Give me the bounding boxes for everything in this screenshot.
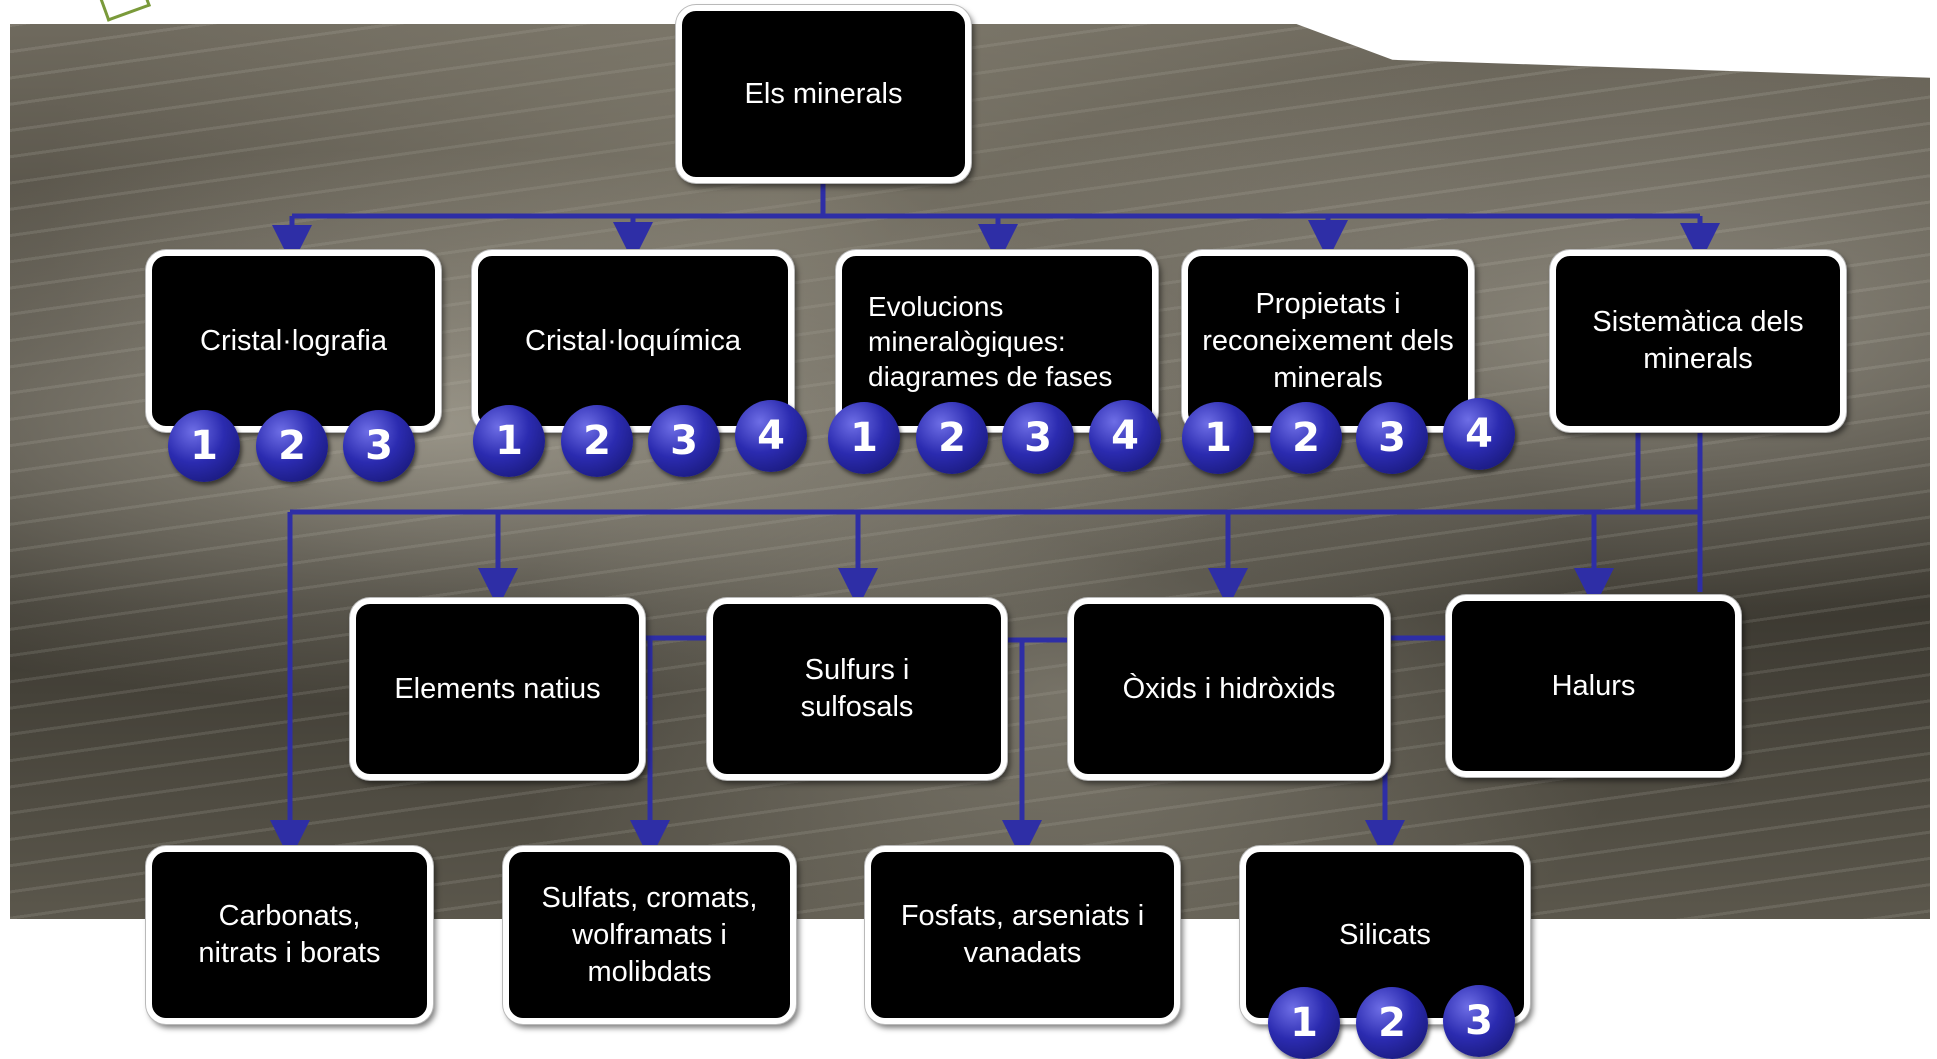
badge-propietats-4[interactable]: 4: [1443, 398, 1515, 470]
root-label: Els minerals: [745, 76, 903, 113]
class-label: Silicats: [1339, 917, 1431, 954]
class-node-sulfats[interactable]: Sulfats, cromats, wolframats i molibdats: [503, 846, 796, 1024]
topic-label: Evolucions mineralògiques: diagrames de …: [868, 289, 1140, 394]
badge-cristallografia-2[interactable]: 2: [256, 410, 328, 482]
class-label: Fosfats, arseniats i vanadats: [895, 898, 1150, 972]
badge-silicats-3[interactable]: 3: [1443, 985, 1515, 1057]
topic-label: Sistemàtica dels minerals: [1568, 304, 1828, 378]
topic-label: Cristal·loquímica: [525, 323, 741, 360]
class-node-fosfats[interactable]: Fosfats, arseniats i vanadats: [865, 846, 1180, 1024]
topic-label: Propietats i reconeixement dels minerals: [1200, 286, 1456, 397]
badge-cristalloquimica-4[interactable]: 4: [735, 400, 807, 472]
badge-evolucions-3[interactable]: 3: [1002, 402, 1074, 474]
badge-silicats-1[interactable]: 1: [1268, 987, 1340, 1059]
class-node-carbonats[interactable]: Carbonats, nitrats i borats: [146, 846, 433, 1024]
badge-cristallografia-1[interactable]: 1: [168, 410, 240, 482]
badge-evolucions-4[interactable]: 4: [1089, 400, 1161, 472]
topic-label: Cristal·lografia: [200, 323, 387, 360]
class-node-elements-natius[interactable]: Elements natius: [350, 598, 645, 780]
badge-evolucions-1[interactable]: 1: [828, 402, 900, 474]
topic-node-cristallografia[interactable]: Cristal·lografia: [146, 250, 441, 432]
badge-propietats-2[interactable]: 2: [1270, 402, 1342, 474]
class-label: Sulfats, cromats, wolframats i molibdats: [521, 880, 778, 991]
badge-cristalloquimica-3[interactable]: 3: [648, 405, 720, 477]
badge-cristallografia-3[interactable]: 3: [343, 410, 415, 482]
badge-silicats-2[interactable]: 2: [1356, 987, 1428, 1059]
class-label: Òxids i hidròxids: [1123, 671, 1336, 708]
class-label: Halurs: [1552, 668, 1636, 705]
class-node-halurs[interactable]: Halurs: [1446, 595, 1741, 777]
badge-cristalloquimica-2[interactable]: 2: [561, 405, 633, 477]
badge-evolucions-2[interactable]: 2: [916, 402, 988, 474]
badge-propietats-3[interactable]: 3: [1356, 402, 1428, 474]
class-label: Carbonats, nitrats i borats: [182, 898, 397, 972]
class-node-sulfurs[interactable]: Sulfurs i sulfosals: [707, 598, 1007, 780]
topic-node-sistematica[interactable]: Sistemàtica dels minerals: [1550, 250, 1846, 432]
class-label: Elements natius: [394, 671, 600, 708]
root-node-els-minerals[interactable]: Els minerals: [676, 5, 971, 183]
badge-cristalloquimica-1[interactable]: 1: [473, 405, 545, 477]
topic-node-cristalloquimica[interactable]: Cristal·loquímica: [472, 250, 794, 432]
class-node-oxids[interactable]: Òxids i hidròxids: [1068, 598, 1390, 780]
class-label: Sulfurs i sulfosals: [753, 652, 961, 726]
badge-propietats-1[interactable]: 1: [1182, 402, 1254, 474]
